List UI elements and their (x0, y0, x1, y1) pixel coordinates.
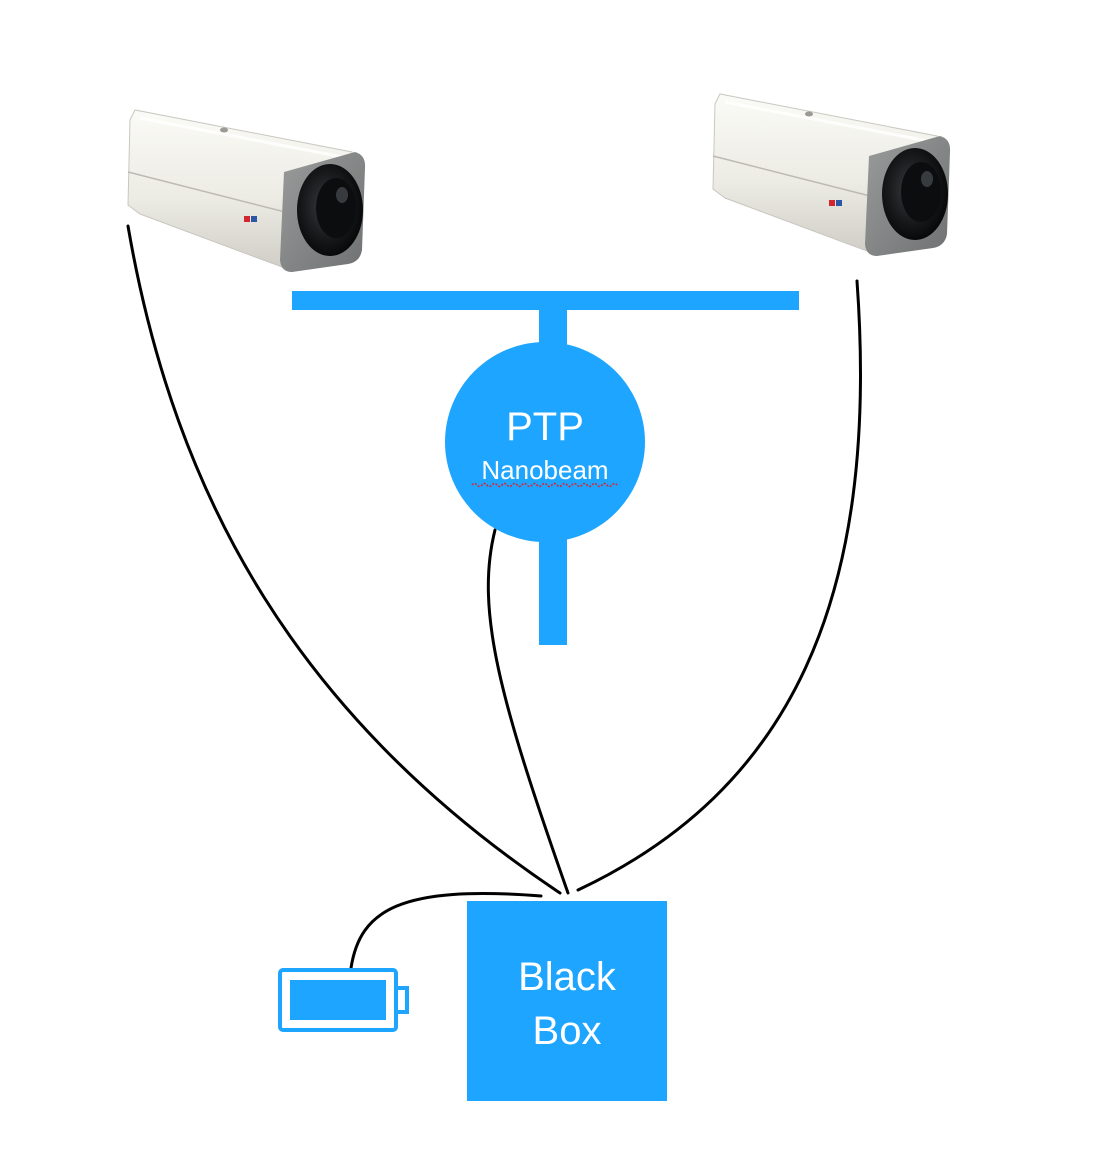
ptp-subtitle: Nanobeam (481, 455, 608, 485)
wire-battery-to-black-box (349, 892, 543, 970)
ptp-circle (445, 342, 645, 542)
black-box-rect (467, 901, 667, 1101)
wire-right-camera-to-black-box (576, 279, 862, 892)
spellcheck-underline (471, 482, 618, 488)
ptp-title: PTP (506, 405, 584, 449)
black-box-line2: Box (533, 1009, 602, 1053)
black-box-node: Black Box (467, 901, 667, 1101)
ptp-nanobeam-node: PTP Nanobeam (445, 342, 645, 542)
wires (126, 224, 862, 970)
battery-icon (278, 968, 409, 1032)
black-box-line1: Black (518, 955, 617, 999)
camera-icon (127, 109, 366, 272)
wire-ptp-to-black-box (486, 528, 570, 895)
wire-left-camera-to-black-box (126, 224, 562, 895)
camera-icon (712, 93, 951, 256)
